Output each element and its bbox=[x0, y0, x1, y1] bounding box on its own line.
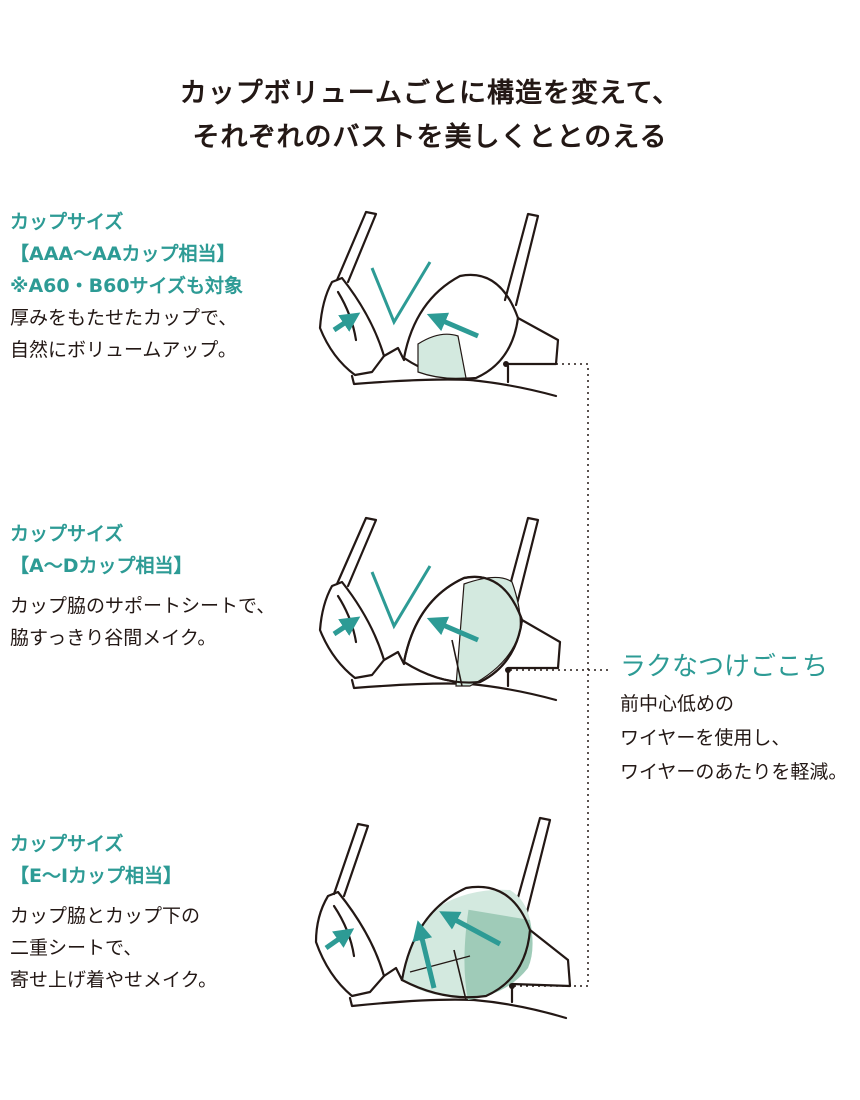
size-desc-line: 寄せ上げ着やせメイク。 bbox=[10, 969, 218, 991]
size-block-a-d: カップサイズ 【A〜Dカップ相当】 カップ脇のサポートシートで、 脇すっきり谷間… bbox=[10, 518, 310, 654]
size-desc-line: 脇すっきり谷間メイク。 bbox=[10, 627, 217, 649]
size-range: 【AAA〜AAカップ相当】 bbox=[10, 243, 236, 265]
size-note: ※A60・B60サイズも対象 bbox=[10, 275, 243, 297]
size-desc-line: 厚みをもたせたカップで、 bbox=[10, 307, 238, 329]
size-block-e-i: カップサイズ 【E〜Iカップ相当】 カップ脇とカップ下の 二重シートで、 寄せ上… bbox=[10, 828, 310, 996]
size-range: 【A〜Dカップ相当】 bbox=[10, 555, 193, 577]
callout-connector bbox=[508, 363, 612, 987]
feature-desc-line: ワイヤーを使用し、 bbox=[620, 727, 791, 749]
headline: カップボリュームごとに構造を変えて、 それぞれのバストを美しくととのえる bbox=[0, 72, 860, 160]
feature-callout: ラクなつけごこち 前中心低めの ワイヤーを使用し、 ワイヤーのあたりを軽減。 bbox=[620, 647, 860, 789]
size-block-aaa: カップサイズ 【AAA〜AAカップ相当】 ※A60・B60サイズも対象 厚みをも… bbox=[10, 206, 310, 366]
size-label: カップサイズ bbox=[10, 833, 124, 855]
feature-title: ラクなつけごこち bbox=[620, 652, 829, 682]
feature-desc-line: ワイヤーのあたりを軽減。 bbox=[620, 761, 848, 783]
bra-illustration-e-i bbox=[314, 816, 572, 1020]
bra-illustration-a-d bbox=[318, 516, 562, 702]
size-range: 【E〜Iカップ相当】 bbox=[10, 865, 183, 887]
headline-line-2: それぞれのバストを美しくととのえる bbox=[192, 122, 668, 153]
size-label: カップサイズ bbox=[10, 211, 124, 233]
bra-illustration-aaa bbox=[318, 210, 560, 398]
feature-desc-line: 前中心低めの bbox=[620, 693, 735, 715]
size-label: カップサイズ bbox=[10, 523, 124, 545]
size-desc-line: カップ脇とカップ下の bbox=[10, 905, 201, 927]
headline-line-1: カップボリュームごとに構造を変えて、 bbox=[179, 78, 681, 109]
size-desc-line: 自然にボリュームアップ。 bbox=[10, 339, 237, 361]
size-desc-line: カップ脇のサポートシートで、 bbox=[10, 595, 276, 617]
size-desc-line: 二重シートで、 bbox=[10, 937, 143, 959]
